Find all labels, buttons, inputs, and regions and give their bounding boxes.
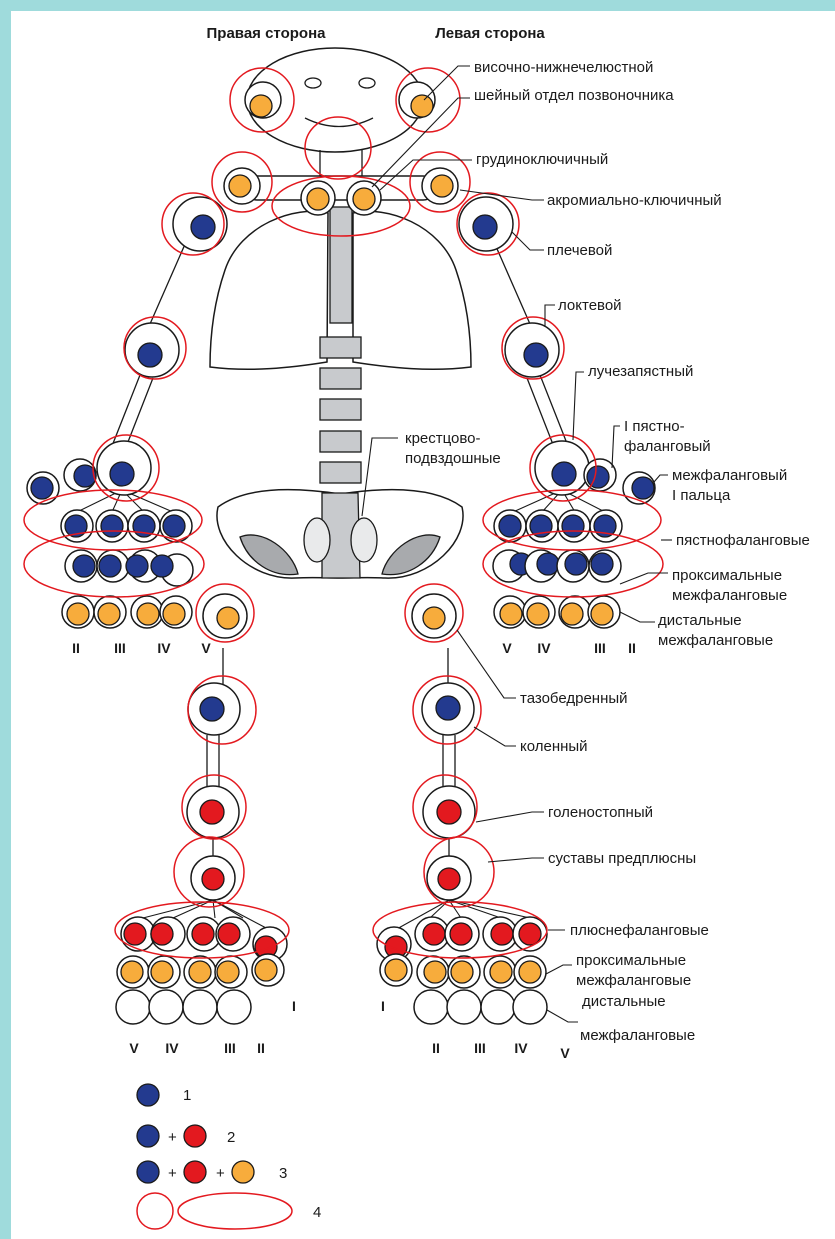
numeral: III <box>594 640 606 656</box>
label-acromioclavicular: акромиально-ключичный <box>547 192 722 209</box>
numeral: V <box>560 1045 570 1061</box>
vertebra <box>320 368 361 389</box>
label-hip: тазобедренный <box>520 690 628 707</box>
label-tmj: височно-нижнечелюстной <box>474 59 653 76</box>
label-ankle: голеностопный <box>548 804 653 821</box>
numeral: V <box>201 640 211 656</box>
numeral: II <box>72 640 80 656</box>
label-tarsal: суставы предплюсны <box>548 850 696 867</box>
label-pip-1: проксимальные <box>672 567 782 584</box>
rib-left <box>353 211 471 369</box>
vertebra <box>320 462 361 483</box>
legend-plus: + <box>216 1165 225 1182</box>
si-joint-right <box>304 518 330 562</box>
numeral: I <box>292 998 296 1014</box>
label-shoulder: плечевой <box>547 242 612 259</box>
label-thumb-ip-2: I пальца <box>672 487 731 504</box>
header-left-side: Левая сторона <box>435 25 545 42</box>
label-cervical: шейный отдел позвоночника <box>474 87 674 104</box>
label-foot-pip-1: проксимальные <box>576 952 686 969</box>
legend-blue-dot <box>137 1084 159 1106</box>
numeral: III <box>224 1040 236 1056</box>
label-dip-1: дистальные <box>658 612 742 629</box>
label-sacroiliac-2: подвздошные <box>405 450 501 467</box>
legend-plus: + <box>168 1129 177 1146</box>
label-sternoclavicular: грудиноключичный <box>476 151 608 168</box>
label-thumb-mcp-2: фаланговый <box>624 438 711 455</box>
label-foot-dip-1: дистальные <box>582 993 666 1010</box>
label-elbow: локтевой <box>558 297 622 314</box>
legend-number-2: 2 <box>227 1129 235 1146</box>
label-knee: коленный <box>520 738 588 755</box>
label-dip-2: межфаланговые <box>658 632 773 649</box>
legend-number-4: 4 <box>313 1204 321 1221</box>
vertebra <box>320 337 361 358</box>
eye-left <box>359 78 375 88</box>
skeleton <box>77 48 605 930</box>
label-mtp: плюснефаланговые <box>570 922 709 939</box>
label-thumb-ip-1: межфаланговый <box>672 467 787 484</box>
label-foot-dip-2: межфаланговые <box>580 1027 695 1044</box>
numeral: III <box>114 640 126 656</box>
numeral: IV <box>157 640 171 656</box>
label-mcp: пястнофаланговые <box>676 532 810 549</box>
legend-number-3: 3 <box>279 1165 287 1182</box>
numeral: IV <box>537 640 551 656</box>
label-pip-2: межфаланговые <box>672 587 787 604</box>
legend-plus: + <box>168 1165 177 1182</box>
numeral: I <box>381 998 385 1014</box>
legend-red-ring <box>137 1193 173 1229</box>
si-joint-left <box>351 518 377 562</box>
label-wrist: лучезапястный <box>588 363 693 380</box>
label-foot-pip-2: межфаланговые <box>576 972 691 989</box>
legend-number-1: 1 <box>183 1087 191 1104</box>
vertebra <box>320 431 361 452</box>
label-sacroiliac-1: крестцово- <box>405 430 481 447</box>
numeral: IV <box>514 1040 528 1056</box>
header-right-side: Правая сторона <box>207 25 327 42</box>
numeral: II <box>432 1040 440 1056</box>
numeral: V <box>502 640 512 656</box>
rib-right <box>210 211 328 369</box>
legend-red-ellipse <box>178 1193 292 1229</box>
numeral: II <box>628 640 636 656</box>
numeral: III <box>474 1040 486 1056</box>
numeral: IV <box>165 1040 179 1056</box>
numeral: II <box>257 1040 265 1056</box>
numeral: V <box>129 1040 139 1056</box>
label-thumb-mcp-1: I пястно- <box>624 418 685 435</box>
sternum <box>330 207 352 323</box>
vertebra <box>320 399 361 420</box>
eye-right <box>305 78 321 88</box>
legend: 1 + 2 + + 3 4 <box>137 1084 321 1229</box>
